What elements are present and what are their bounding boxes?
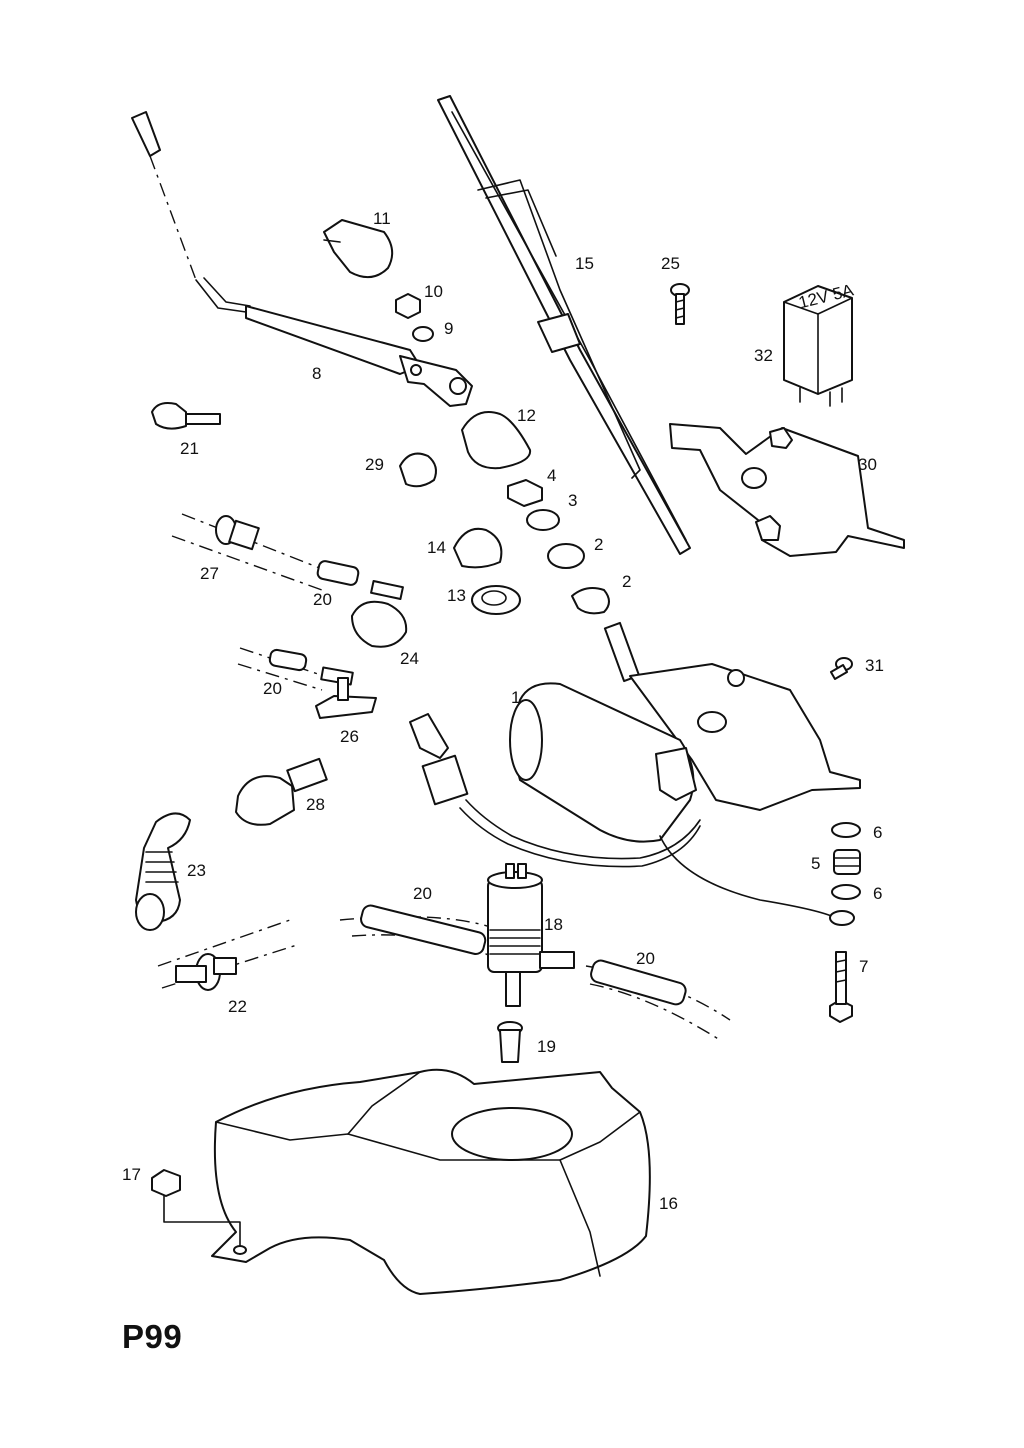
page-code: P99 (122, 1318, 183, 1355)
callout-31: 31 (865, 656, 884, 675)
callout-16: 16 (659, 1194, 678, 1213)
callout-12: 12 (517, 406, 536, 425)
bolt (829, 951, 853, 1023)
callout-18: 18 (544, 915, 563, 934)
spindle-nut (507, 479, 543, 507)
wiper-motor (409, 621, 861, 926)
hose-grommet (175, 953, 237, 991)
callout-20a: 20 (313, 590, 332, 609)
callout-32: 32 (754, 346, 773, 365)
callout-7: 7 (859, 957, 868, 976)
washer-jet (151, 402, 221, 430)
callout-labels: 11 10 9 8 15 25 32 21 12 29 30 4 3 2 2 1… (122, 209, 884, 1213)
callout-3: 3 (568, 491, 577, 510)
callout-20c: 20 (413, 884, 432, 903)
callout-25: 25 (661, 254, 680, 273)
rubber-grommet (453, 527, 503, 569)
callout-11: 11 (373, 209, 391, 228)
callout-22: 22 (228, 997, 247, 1016)
callout-4: 4 (547, 466, 556, 485)
callout-27: 27 (200, 564, 219, 583)
callout-9: 9 (444, 319, 453, 338)
jet-plate (315, 666, 377, 719)
bush-washer (831, 884, 861, 900)
callout-20b: 20 (263, 679, 282, 698)
wiper-blade (437, 95, 691, 555)
nut (395, 293, 421, 319)
callout-5: 5 (811, 854, 820, 873)
callout-2b: 2 (622, 572, 631, 591)
washer-pump (487, 863, 575, 1007)
plug (235, 757, 328, 826)
washer (412, 326, 434, 342)
corrugated-hose (135, 812, 191, 931)
washer-reservoir (211, 1068, 651, 1295)
hose-segment (360, 904, 487, 955)
callout-13: 13 (447, 586, 466, 605)
callout-6a: 6 (873, 823, 882, 842)
seal-inner (481, 590, 507, 606)
spindle-bush (547, 543, 585, 569)
spindle-washer (526, 509, 560, 531)
callout-30: 30 (858, 455, 877, 474)
hose-segment (268, 648, 308, 672)
seal (471, 585, 521, 615)
callout-17: 17 (122, 1165, 141, 1184)
callout-21: 21 (180, 439, 199, 458)
callout-19: 19 (537, 1037, 556, 1056)
cap (399, 452, 437, 488)
rubber-bush (833, 849, 861, 875)
hose-connector (215, 515, 260, 551)
mounting-bracket (669, 423, 905, 557)
hose-segment (316, 560, 360, 586)
arm-cap (323, 219, 394, 279)
callout-2a: 2 (594, 535, 603, 554)
callout-1: 1 (511, 688, 520, 707)
callout-23: 23 (187, 861, 206, 880)
hose-segment (590, 959, 687, 1006)
callout-10: 10 (424, 282, 443, 301)
callout-20d: 20 (636, 949, 655, 968)
callout-26: 26 (340, 727, 359, 746)
callout-29: 29 (365, 455, 384, 474)
pump-filter (497, 1021, 523, 1063)
callout-28: 28 (306, 795, 325, 814)
callout-15: 15 (575, 254, 594, 273)
reservoir-nut (151, 1169, 241, 1247)
spindle-seal (571, 587, 610, 615)
callout-8: 8 (312, 364, 321, 383)
non-return-valve (351, 580, 408, 648)
callout-14: 14 (427, 538, 446, 557)
relay: 12V 5A (783, 280, 856, 407)
small-screw (829, 657, 853, 680)
callout-6b: 6 (873, 884, 882, 903)
wiper-arm (131, 111, 473, 407)
grommet (461, 411, 532, 470)
screw (670, 283, 690, 325)
callout-24: 24 (400, 649, 419, 668)
bush-washer (831, 822, 861, 838)
